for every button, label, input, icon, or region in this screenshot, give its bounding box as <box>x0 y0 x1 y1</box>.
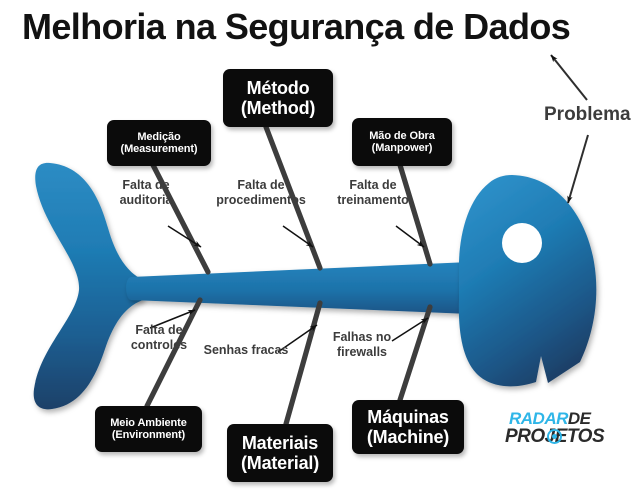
radar-circle-icon <box>547 429 562 444</box>
category-label-en: (Manpower) <box>371 142 433 154</box>
logo-word-de: DE <box>567 409 591 428</box>
cause-senhas-fracas: Senhas fracas <box>200 344 292 357</box>
arrow-falhas-firewalls <box>391 317 429 342</box>
cause-line-1: Falta de <box>237 178 285 192</box>
bone-material <box>283 300 323 427</box>
fish-spine <box>126 262 471 314</box>
fish-tail <box>33 162 144 410</box>
arrow-falta-procedimentos <box>282 225 314 248</box>
category-label-en: (Method) <box>240 98 316 118</box>
cause-line-1: Senhas fracas <box>203 343 289 357</box>
category-label-en: (Material) <box>240 453 320 473</box>
category-label-pt: Materiais <box>241 432 319 453</box>
category-label-pt: Medição <box>137 130 181 143</box>
logo-word-radar: RADAR <box>509 409 568 428</box>
category-box-manpower[interactable]: Mão de Obra (Manpower) <box>352 118 452 166</box>
category-label-pt: Mão de Obra <box>369 129 435 142</box>
category-box-measurement[interactable]: Medição (Measurement) <box>107 120 211 166</box>
cause-line-1: Falta de <box>122 178 170 192</box>
arrow-falta-treinamento <box>395 225 425 248</box>
cause-arrows-upper <box>167 225 425 248</box>
category-label-en: (Measurement) <box>120 143 198 155</box>
problema-arrow-up <box>550 54 588 101</box>
category-box-machine[interactable]: Máquinas (Machine) <box>352 400 464 454</box>
category-label-en: (Machine) <box>366 427 450 447</box>
page-title: Melhoria na Segurança de Dados <box>22 6 571 47</box>
cause-line-2: treinamento <box>337 193 409 208</box>
cause-falta-controles: Falta de controles <box>120 323 198 354</box>
cause-arrows-lower <box>149 309 429 353</box>
arrow-falta-controles <box>149 309 196 329</box>
category-box-material[interactable]: Materiais (Material) <box>227 424 333 482</box>
cause-line-1: Falta de <box>349 178 397 192</box>
cause-falta-auditoria: Falta de auditoria <box>107 178 185 209</box>
bone-environment <box>144 297 203 409</box>
bone-machine <box>397 304 433 403</box>
fish-eye <box>502 223 542 263</box>
arrow-falta-auditoria <box>167 225 202 248</box>
cause-falta-procedimentos: Falta de procedimentos <box>212 178 310 209</box>
fish-head <box>458 175 597 387</box>
cause-line-2: controles <box>130 338 188 353</box>
problema-arrows <box>550 54 589 204</box>
cause-line-1: Falta de <box>135 323 183 337</box>
radar-de-projetos-logo: RADARDE PROJETOS <box>505 409 629 457</box>
cause-line-2: firewalls <box>336 345 388 360</box>
cause-line-2: procedimentos <box>216 193 306 208</box>
arrow-senhas-fracas <box>277 324 318 353</box>
cause-line-2: auditoria <box>119 193 173 208</box>
problema-label: Problema <box>544 104 631 125</box>
cause-line-1: Falhas no <box>332 330 392 344</box>
logo-row-1: RADARDE <box>509 409 591 429</box>
category-label-pt: Meio Ambiente <box>110 416 187 429</box>
bone-measurement <box>150 162 211 275</box>
category-label-en: (Environment) <box>111 429 186 441</box>
problema-arrow-down <box>567 134 589 204</box>
cause-falhas-firewalls: Falhas no firewalls <box>325 330 399 361</box>
bone-manpower <box>397 162 433 267</box>
category-label-pt: Método <box>246 77 310 98</box>
category-label-pt: Máquinas <box>367 406 449 427</box>
category-box-environment[interactable]: Meio Ambiente (Environment) <box>95 406 202 452</box>
cause-falta-treinamento: Falta de treinamento <box>327 178 419 209</box>
category-box-method[interactable]: Método (Method) <box>223 69 333 127</box>
